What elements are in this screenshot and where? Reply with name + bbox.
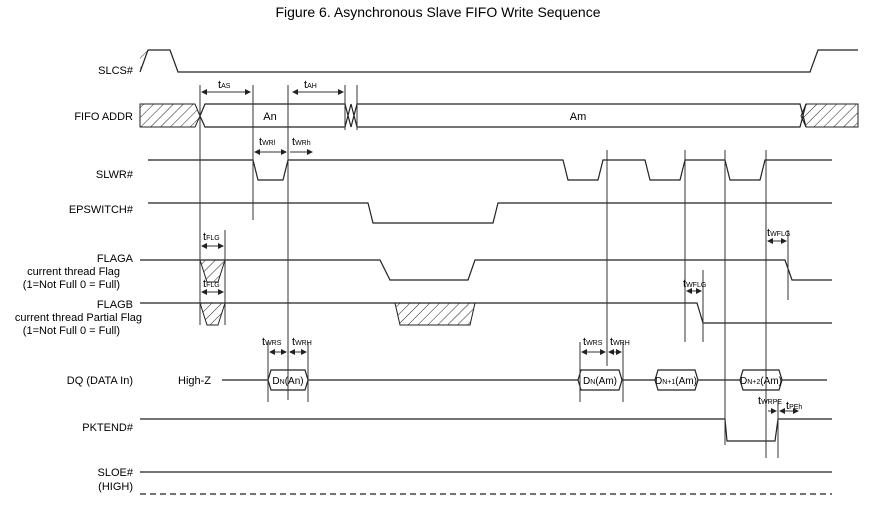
label-tpeh: tPEh <box>786 400 802 412</box>
label-twrl: tWRl <box>259 136 276 148</box>
data-dn-an: DN(An) <box>272 376 303 387</box>
label-tas: tAS <box>218 79 231 91</box>
label-tflg-a: tFLG <box>203 231 220 243</box>
fifo-addr-waveform: An Am <box>139 85 859 130</box>
label-flagb: FLAGB <box>97 299 133 311</box>
bus-value-an: An <box>263 111 276 123</box>
label-flaga-desc1: current thread Flag <box>27 266 120 278</box>
label-sloe-state: (HIGH) <box>98 481 133 493</box>
label-twrh: tWRh <box>292 136 311 148</box>
data-dn-am: DN(Am) <box>583 376 617 387</box>
flaga-waveform <box>140 259 832 283</box>
label-epswitch: EPSWITCH# <box>69 204 134 216</box>
timing-guides <box>199 85 789 458</box>
slwr-waveform <box>148 159 832 181</box>
data-dn2-am: DN+2(Am) <box>740 376 782 387</box>
label-dq: DQ (DATA In) <box>67 375 133 387</box>
label-flagb-desc2: (1=Not Full 0 = Full) <box>23 325 120 337</box>
label-tah: tAH <box>304 79 317 91</box>
label-fifo-addr: FIFO ADDR <box>74 111 133 123</box>
label-sloe: SLOE# <box>98 467 134 479</box>
label-twflg-a: tWFLG <box>767 227 790 239</box>
label-twrpe: tWRPE <box>758 395 782 407</box>
label-slcs: SLCS# <box>98 65 134 77</box>
timing-arrows <box>201 89 799 414</box>
label-flaga-desc2: (1=Not Full 0 = Full) <box>23 279 120 291</box>
label-twrh-1: tWRH <box>292 336 312 348</box>
label-twrs-1: tWRS <box>262 336 282 348</box>
pktend-waveform <box>140 418 832 442</box>
figure-title: Figure 6. Asynchronous Slave FIFO Write … <box>275 4 600 20</box>
label-tflg-b: tFLG <box>203 278 220 290</box>
label-pktend: PKTEND# <box>82 422 134 434</box>
label-slwr: SLWR# <box>96 169 134 181</box>
high-z-label: High-Z <box>178 375 211 387</box>
sloe-waveform <box>140 471 832 495</box>
data-dn1-am: DN+1(Am) <box>655 376 697 387</box>
flagb-waveform <box>140 302 832 326</box>
dq-waveform: High-Z DN(An) DN(Am) DN+1(Am) DN+2(Am) <box>178 369 827 391</box>
label-twflg-b: tWFLG <box>683 278 706 290</box>
epswitch-waveform <box>148 202 832 224</box>
bus-value-am: Am <box>570 111 587 123</box>
label-flaga: FLAGA <box>97 253 134 265</box>
label-flagb-desc1: current thread Partial Flag <box>15 312 142 324</box>
label-twrs-2: tWRS <box>583 336 603 348</box>
slcs-waveform <box>139 49 858 73</box>
label-twrh-2: tWRH <box>610 336 630 348</box>
